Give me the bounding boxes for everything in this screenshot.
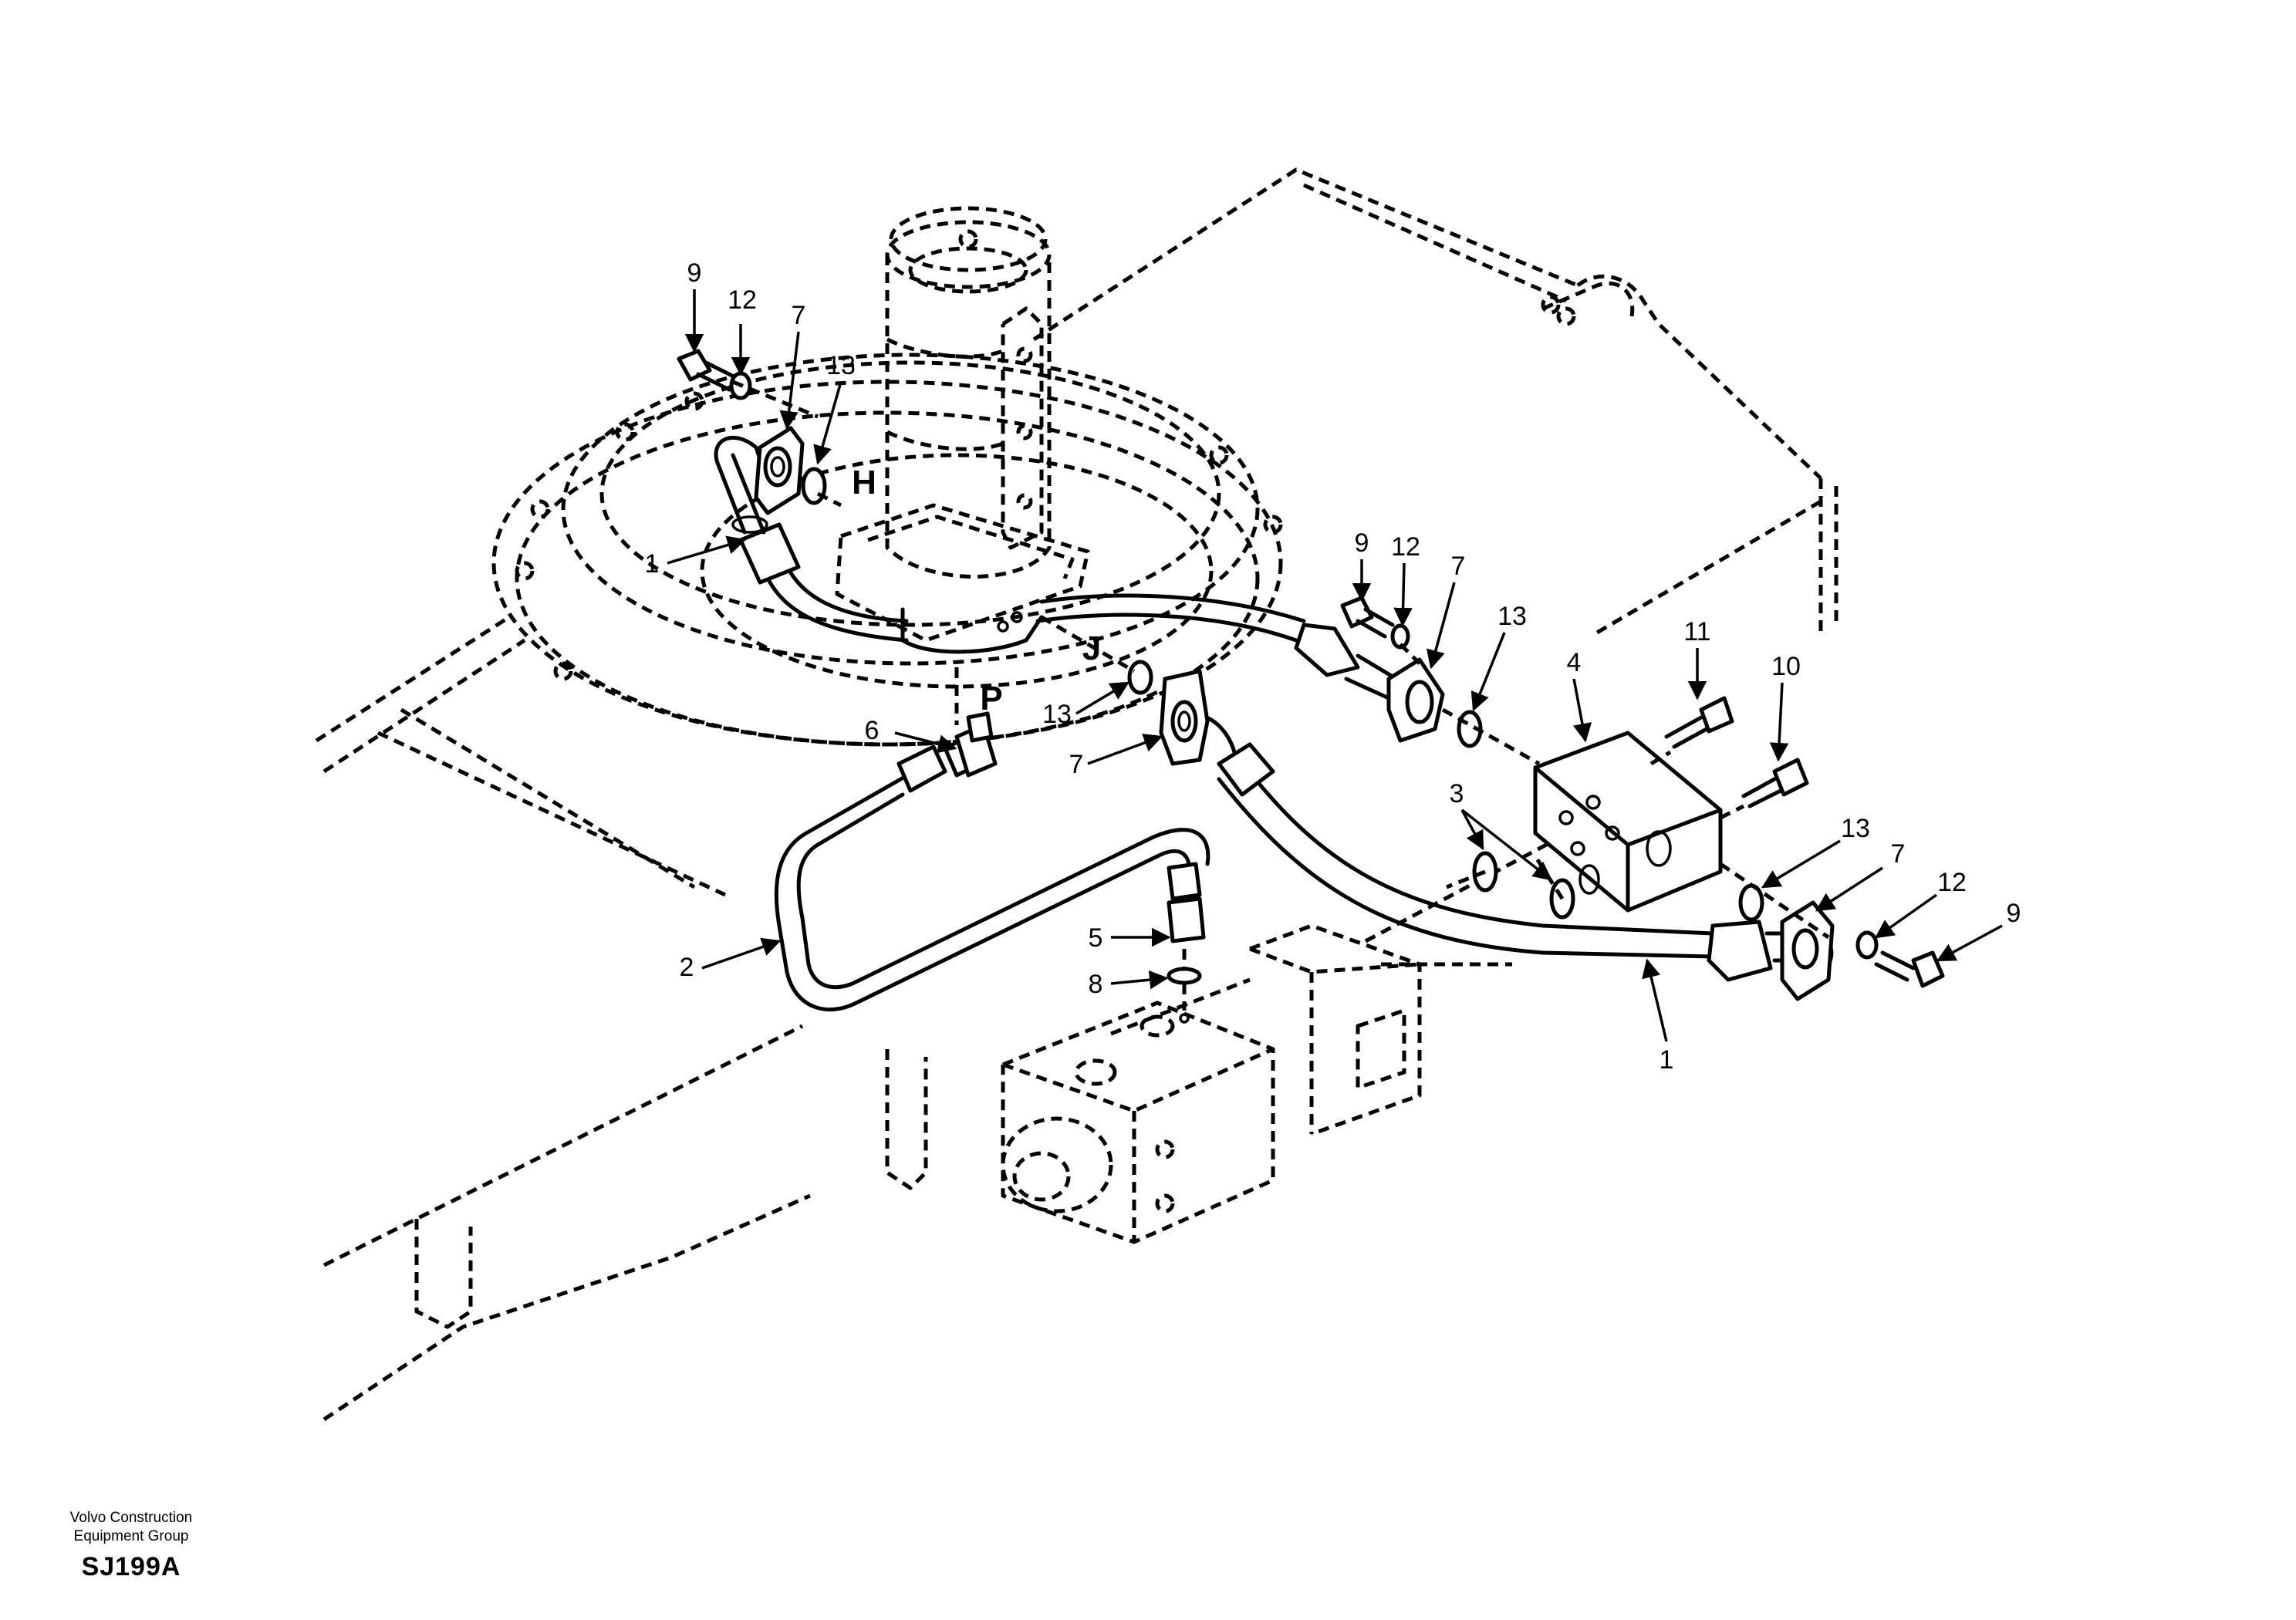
port-label-h: H <box>852 464 876 501</box>
callout-3: 3 <box>1450 779 1464 808</box>
oring-13-left <box>801 467 827 505</box>
oring-13-right <box>1738 883 1764 922</box>
fitting-5 <box>1167 862 1206 943</box>
hydraulic-pump <box>1001 923 1422 1244</box>
callout-labels: 9 12 7 13 1 6 2 5 8 13 7 9 12 7 13 4 11 … <box>645 258 2021 1075</box>
callout-7: 7 <box>1451 552 1466 581</box>
callout-12: 12 <box>1937 868 1967 897</box>
callout-13: 13 <box>1841 814 1870 843</box>
callout-11: 11 <box>1683 617 1710 646</box>
bolt-9-right <box>1874 950 1945 988</box>
leader-arrows <box>667 289 2003 1042</box>
flange-block-side <box>1780 900 1835 1001</box>
orings-3 <box>1472 851 1575 920</box>
hose-right-upper <box>1035 593 1445 743</box>
diagram-code: SJ199A <box>81 1552 181 1581</box>
callout-1: 1 <box>1660 1045 1674 1075</box>
callout-7: 7 <box>792 301 806 330</box>
callout-4: 4 <box>1567 648 1582 677</box>
oring-8 <box>1167 967 1202 1024</box>
callout-12: 12 <box>728 285 757 315</box>
callout-6: 6 <box>865 716 880 745</box>
callout-8: 8 <box>1089 970 1103 999</box>
bolt-9-mid <box>1340 596 1395 639</box>
publisher-label: Volvo Construction Equipment Group <box>31 1509 231 1546</box>
callout-5: 5 <box>1089 923 1103 953</box>
lower-frame-outline <box>315 615 1599 1422</box>
flange-j <box>1159 669 1210 766</box>
oring-13-j <box>1127 660 1153 695</box>
swivel-joint <box>835 206 1090 654</box>
publisher-line-2: Equipment Group <box>73 1528 189 1544</box>
callout-2: 2 <box>680 953 694 982</box>
callout-10: 10 <box>1771 652 1801 681</box>
bolt-10 <box>1741 758 1809 808</box>
washer-12-mid <box>1390 623 1410 650</box>
callout-7: 7 <box>1069 750 1084 779</box>
publisher-line-1: Volvo Construction <box>69 1510 193 1526</box>
callout-12: 12 <box>1391 532 1420 562</box>
port-label-p: P <box>980 680 1002 717</box>
callout-13: 13 <box>826 351 856 380</box>
callout-13: 13 <box>1497 602 1527 631</box>
valve-block-4 <box>1533 731 1723 913</box>
port-labels: H J P <box>852 464 1101 717</box>
callout-9: 9 <box>687 258 702 288</box>
flange-h <box>754 426 805 515</box>
callout-7: 7 <box>1891 839 1906 869</box>
elbow-6 <box>954 711 998 778</box>
port-label-j: J <box>1082 629 1101 667</box>
callout-1: 1 <box>645 549 660 579</box>
assembly-centerlines <box>732 380 1830 1011</box>
callout-9: 9 <box>1355 528 1369 558</box>
hose-left <box>714 435 909 643</box>
pipe-2 <box>774 731 1210 1012</box>
bolt-11 <box>1664 696 1734 749</box>
washer-12-right <box>1855 930 1879 960</box>
upper-frame-outline <box>1032 167 1838 635</box>
callout-9: 9 <box>2007 899 2021 928</box>
swing-ring-outline <box>491 353 1283 747</box>
callout-13: 13 <box>1042 700 1072 729</box>
